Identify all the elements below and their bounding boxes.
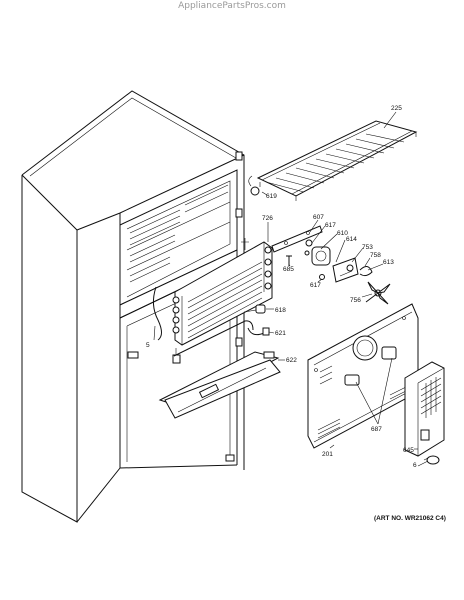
callout-618: 618 bbox=[275, 307, 286, 314]
part-685-screw bbox=[286, 255, 292, 266]
callout-607: 607 bbox=[313, 214, 324, 221]
leader-lines bbox=[153, 111, 429, 467]
callout-753: 753 bbox=[362, 244, 373, 251]
freezer-liner-ribs bbox=[129, 184, 229, 283]
callout-687: 687 bbox=[371, 426, 382, 433]
watermark: AppliancePartsPros.com bbox=[178, 1, 286, 11]
callout-685: 685 bbox=[283, 266, 294, 273]
part-225-wire-shelf bbox=[256, 120, 418, 201]
vent-slots bbox=[317, 365, 411, 439]
part-726-evaporator bbox=[172, 238, 273, 346]
callout-201: 201 bbox=[322, 451, 333, 458]
part-610-fan-motor bbox=[305, 239, 331, 266]
callout-619: 619 bbox=[266, 193, 277, 200]
part-756-fan-blade bbox=[365, 281, 391, 305]
callout-758: 758 bbox=[370, 252, 381, 259]
callout-613: 613 bbox=[383, 259, 394, 266]
art-number: (ART NO. WR21062 C4) bbox=[374, 515, 446, 522]
part-607-bracket bbox=[271, 225, 323, 253]
callout-622: 622 bbox=[286, 357, 297, 364]
callout-610: 610 bbox=[337, 230, 348, 237]
callout-225: 225 bbox=[391, 105, 402, 112]
part-618-thermostat bbox=[243, 304, 266, 314]
part-6-light-bulb bbox=[423, 455, 440, 465]
callout-645: 645 bbox=[403, 447, 414, 454]
callout-labels: 225 619 726 607 617 610 614 753 758 613 … bbox=[146, 105, 417, 469]
light-housing-grid bbox=[420, 377, 442, 418]
part-645-light-housing bbox=[404, 361, 445, 457]
part-621-wire-harness bbox=[173, 320, 270, 357]
callout-5: 5 bbox=[146, 342, 150, 349]
callout-621: 621 bbox=[275, 330, 286, 337]
callout-6: 6 bbox=[413, 462, 417, 469]
callout-617-b: 617 bbox=[310, 282, 321, 289]
part-622-baffle bbox=[158, 351, 281, 419]
callout-756: 756 bbox=[350, 297, 361, 304]
callout-726: 726 bbox=[262, 215, 273, 222]
part-201-evaporator-cover bbox=[307, 303, 419, 449]
part-619-sensor bbox=[248, 175, 260, 196]
part-614-753-motor-bracket bbox=[332, 257, 359, 283]
part-758-613-clip bbox=[359, 266, 373, 277]
callout-614: 614 bbox=[346, 236, 357, 243]
callout-617-a: 617 bbox=[325, 222, 336, 229]
part-617-grommet bbox=[304, 250, 325, 280]
